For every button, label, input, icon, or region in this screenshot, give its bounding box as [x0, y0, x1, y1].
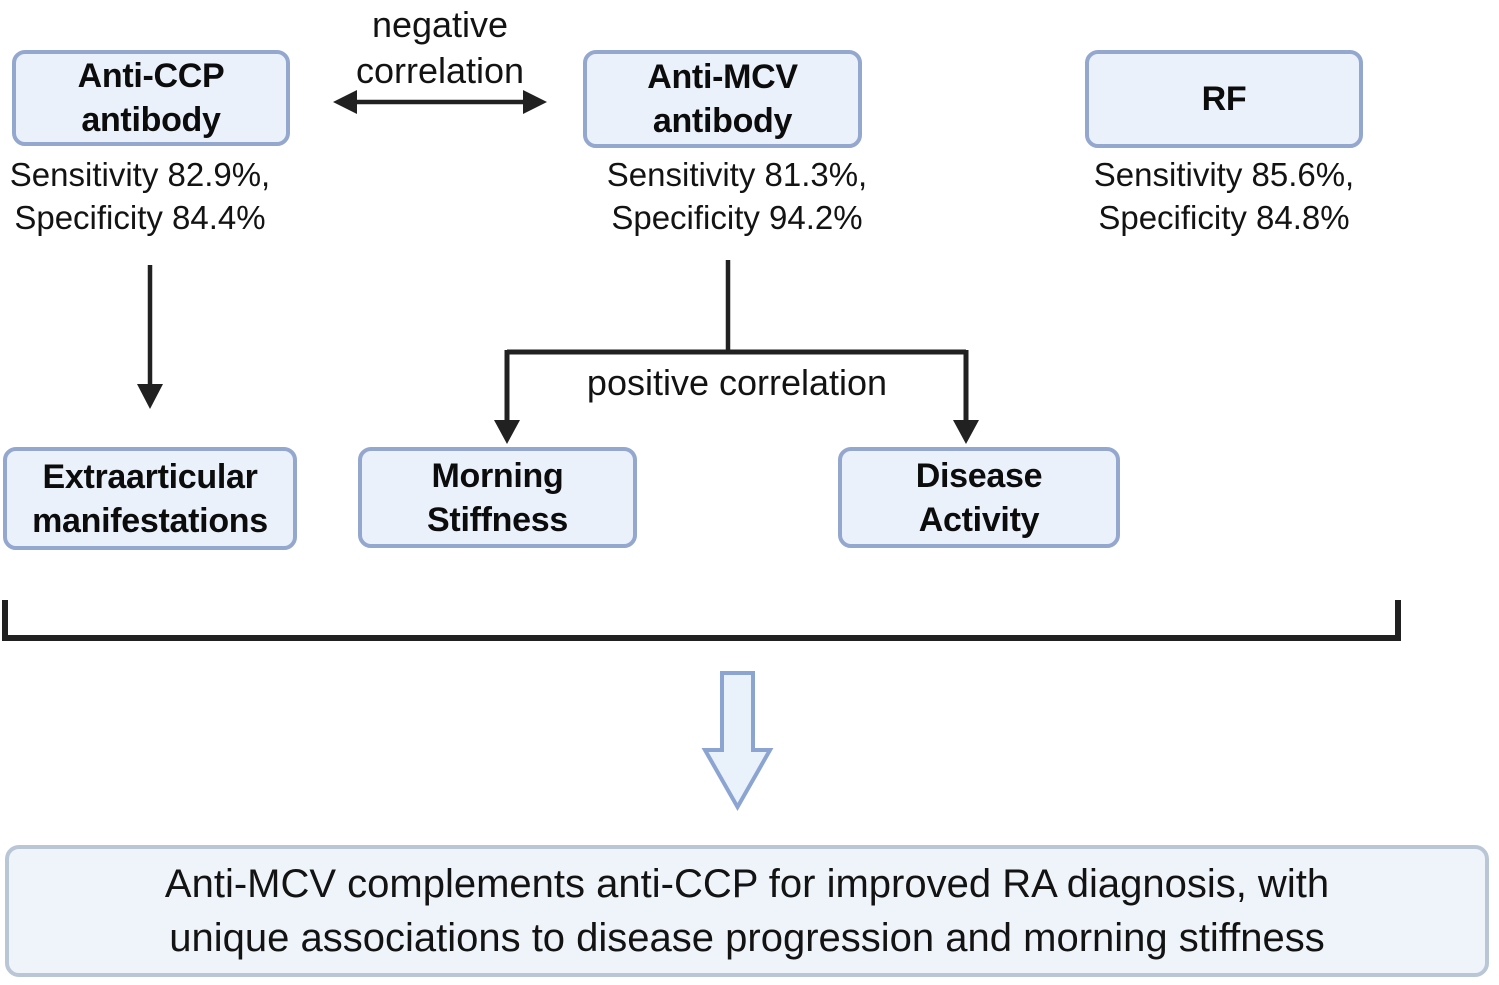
- conclusion-banner: Anti-MCV complements anti-CCP for improv…: [5, 845, 1489, 977]
- morning-stiffness-box: Morning Stiffness: [358, 447, 637, 548]
- anti-mcv-antibody-box: Anti-MCV antibody: [583, 50, 862, 148]
- positive-correlation-label: positive correlation: [586, 362, 888, 403]
- morning-stiffness-arrowhead-icon: [494, 420, 520, 444]
- negative-correlation-double-arrow-icon: [333, 90, 547, 114]
- disease-activity-box: Disease Activity: [838, 447, 1120, 548]
- anti-ccp-down-arrow-icon: [137, 265, 163, 409]
- disease-activity-arrowhead-icon: [953, 420, 979, 444]
- anti-mcv-stats: Sensitivity 81.3%, Specificity 94.2%: [606, 156, 868, 236]
- anti-ccp-antibody-box: Anti-CCP antibody: [12, 50, 290, 146]
- rf-stats: Sensitivity 85.6%, Specificity 84.8%: [1093, 156, 1355, 236]
- big-down-arrow-icon: [701, 671, 774, 812]
- rf-box: RF: [1085, 50, 1363, 148]
- summary-bracket: [2, 600, 1401, 641]
- extraarticular-manifestations-box: Extraarticular manifestations: [3, 447, 297, 550]
- anti-ccp-stats: Sensitivity 82.9%, Specificity 84.4%: [9, 156, 271, 236]
- anti-mcv-branch-lines: [494, 260, 979, 444]
- negative-correlation-label: negative correlation: [355, 4, 525, 91]
